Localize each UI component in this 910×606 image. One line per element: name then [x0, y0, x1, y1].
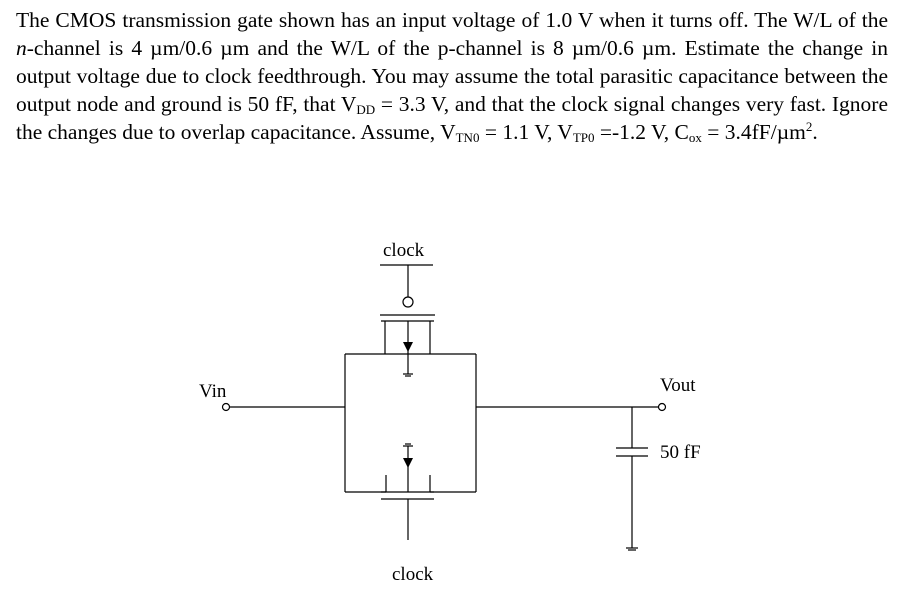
- squared-superscript: 2: [805, 119, 813, 134]
- clock-top-label: clock: [383, 240, 425, 261]
- problem-text-2: -channel is 4 µm/0.6 µm and the W/L of t…: [16, 36, 888, 116]
- vout-label: Vout: [660, 375, 696, 396]
- pmos-gate-bubble: [402, 296, 414, 308]
- problem-paragraph: The CMOS transmission gate shown has an …: [16, 6, 888, 146]
- vin-label: Vin: [199, 381, 227, 402]
- nmos-arrow-icon: [403, 458, 413, 468]
- problem-statement: The CMOS transmission gate shown has an …: [16, 6, 888, 146]
- n-italic: n: [16, 36, 27, 60]
- problem-text-3: = 3.3 V, and that the clock signal chang…: [16, 92, 888, 144]
- vtn0-subscript: TN0: [455, 130, 480, 145]
- vin-terminal: [221, 402, 231, 412]
- vtp0-subscript: TP0: [572, 130, 595, 145]
- problem-text-5: =-1.2 V, C: [594, 120, 689, 144]
- pmos-arrow-icon: [403, 342, 413, 352]
- clock-bottom-label: clock: [392, 564, 434, 585]
- problem-text-6: = 3.4fF/µm: [701, 120, 806, 144]
- capacitor-label: 50 fF: [660, 442, 701, 463]
- problem-text-1: The CMOS transmission gate shown has an …: [16, 8, 888, 32]
- problem-text-4: = 1.1 V, V: [479, 120, 573, 144]
- problem-text-7: .: [812, 120, 818, 144]
- vout-terminal: [657, 402, 667, 412]
- cox-subscript: ox: [688, 130, 702, 145]
- vdd-subscript: DD: [356, 102, 376, 117]
